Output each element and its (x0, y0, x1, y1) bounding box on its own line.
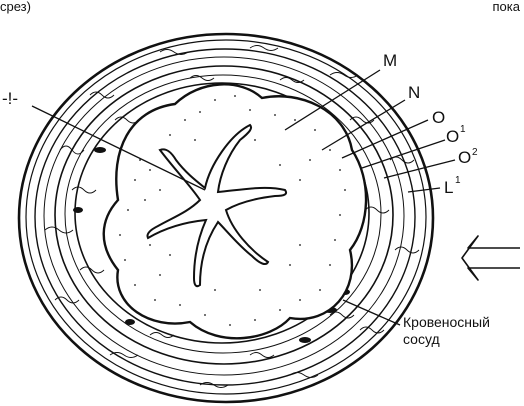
label-l1-sup: 1 (455, 175, 461, 186)
mucosa-outline (104, 84, 366, 338)
left-arrow-icon (462, 236, 520, 280)
label-o1: O (446, 127, 459, 146)
label-o2-sup: 2 (472, 147, 478, 158)
caption-line-2: сосуд (403, 331, 490, 348)
label-o1-sup: 1 (460, 124, 466, 135)
blood-vessel-caption: Кровеносный сосуд (403, 314, 490, 348)
label-l1: L (444, 178, 453, 197)
label-o2: O (458, 148, 471, 167)
label-lumen: -!- (2, 89, 18, 108)
label-m: M (383, 51, 397, 70)
label-n: N (408, 83, 420, 102)
label-o: O (432, 108, 445, 127)
caption-line-1: Кровеносный (403, 314, 490, 331)
